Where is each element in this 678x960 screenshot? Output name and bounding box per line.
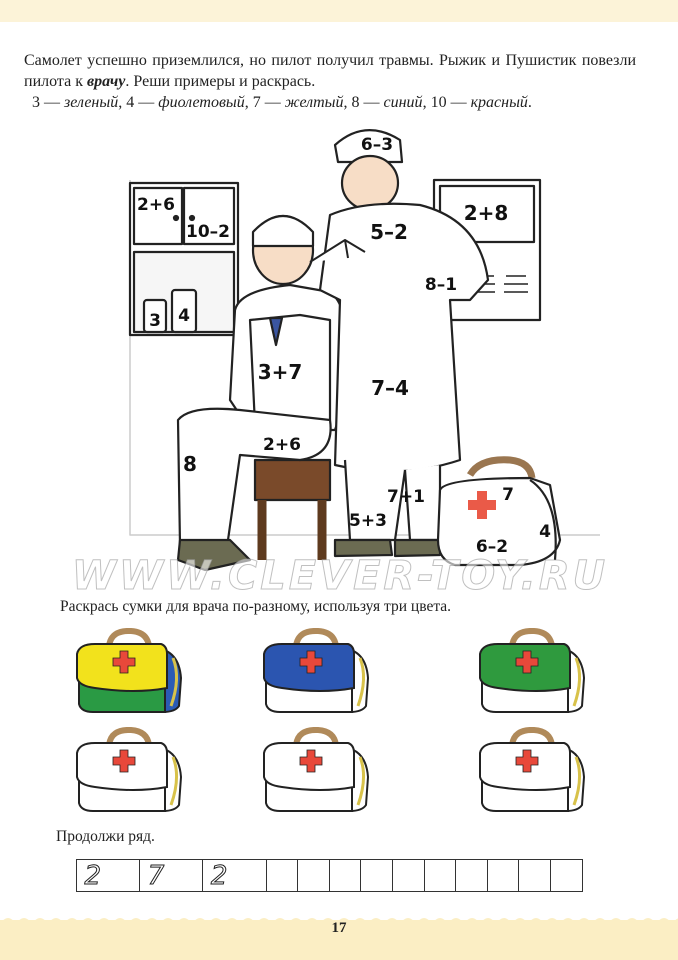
legend-sep: .	[527, 94, 532, 111]
scissors-icon	[309, 239, 366, 263]
legend-number: 4 —	[126, 94, 159, 111]
legend-color: зеленый	[64, 94, 119, 111]
sequence-cell[interactable]	[425, 860, 457, 891]
doctor-illustration	[128, 129, 600, 572]
intro-text-b: . Реши примеры и раскрась.	[125, 73, 316, 90]
doctor-head	[340, 154, 400, 212]
color-legend: 3 — зеленый, 4 — фиолетовый, 7 — желтый,…	[24, 92, 636, 113]
sequence-cell[interactable]: 2	[84, 860, 102, 891]
patient-vest	[248, 313, 332, 427]
legend-sep: ,	[244, 94, 253, 111]
bottle-small	[142, 298, 168, 334]
label-doctor-coat-bottom: 7–4	[371, 376, 409, 400]
doctor-bag-4[interactable]	[75, 726, 187, 813]
bag-handle	[466, 456, 536, 479]
sequence-cell[interactable]	[551, 860, 583, 891]
bottle-large	[170, 288, 198, 334]
legend-color: фиолетовый	[158, 94, 245, 111]
doctor-bag-1[interactable]	[75, 627, 187, 714]
legend-color: желтый	[284, 94, 344, 111]
task-intro: Самолет успешно приземлился, но пилот по…	[24, 50, 636, 113]
legend-sep: ,	[118, 94, 127, 111]
patient-bandage	[251, 215, 315, 248]
label-bag-front: 7	[502, 485, 514, 505]
stool	[253, 458, 332, 502]
doctor-bag-3[interactable]	[478, 627, 590, 714]
watermark: WWW.CLEVER-TOY.RU	[71, 553, 609, 599]
sequence-cell[interactable]	[235, 860, 267, 891]
sequence-cell[interactable]: 2	[210, 860, 228, 891]
sequence-cell[interactable]	[267, 860, 299, 891]
label-patient-leg: 8	[183, 452, 197, 476]
label-bag-bottom: 6–2	[475, 537, 509, 557]
label-wall-chart: 2+8	[463, 201, 509, 225]
sequence-cell[interactable]: 7	[147, 860, 165, 891]
task-sequence-text: Продолжи ряд.	[56, 828, 155, 845]
cross-icon	[299, 650, 323, 674]
cross-icon	[112, 749, 136, 773]
sequence-cell[interactable]	[488, 860, 520, 891]
doctor-bag-5[interactable]	[262, 726, 374, 813]
sequence-cell[interactable]	[393, 860, 425, 891]
legend-color: красный	[470, 94, 528, 111]
label-doctor-leg-left: 5+3	[349, 511, 387, 531]
label-cabinet-top-right: 10–2	[186, 222, 230, 242]
label-doctor-sleeve: 8–1	[424, 275, 458, 295]
patient-shoe	[176, 538, 252, 572]
cross-icon	[515, 650, 539, 674]
label-cabinet-top-left: 2+6	[137, 195, 175, 215]
cross-icon	[299, 749, 323, 773]
cross-icon	[112, 650, 136, 674]
legend-color: синий	[383, 94, 423, 111]
legend-number: 8 —	[351, 94, 384, 111]
sequence-row: 2 7 2	[76, 859, 583, 892]
sequence-cell[interactable]	[361, 860, 393, 891]
legend-sep: ,	[422, 94, 431, 111]
bag-cross-icon	[468, 491, 496, 519]
label-doctor-hat: 6–3	[360, 135, 394, 155]
sequence-cell[interactable]	[519, 860, 551, 891]
doctor-bag	[436, 476, 562, 567]
label-doctor-coat-top: 5–2	[370, 220, 408, 244]
sequence-cell[interactable]	[109, 860, 141, 891]
legend-number: 3 —	[32, 94, 64, 111]
label-bottle-large: 4	[178, 306, 190, 326]
sequence-cell[interactable]	[330, 860, 362, 891]
label-doctor-leg-right: 7+1	[387, 487, 425, 507]
doctor-hat	[333, 129, 404, 164]
patient-legs	[176, 407, 332, 547]
label-bottle-small: 3	[149, 311, 161, 331]
sequence-cell[interactable]	[172, 860, 204, 891]
patient-tie	[268, 316, 284, 347]
top-decor-band	[0, 0, 678, 22]
legend-number: 7 —	[252, 94, 285, 111]
page-number: 17	[331, 920, 347, 936]
cross-icon	[515, 749, 539, 773]
intro-text: Самолет успешно приземлился, но пилот по…	[24, 50, 636, 92]
label-patient-vest: 3+7	[257, 360, 303, 384]
intro-bold-word: врачу	[86, 73, 126, 90]
label-bag-side: 4	[539, 522, 551, 542]
doctor-bag-6[interactable]	[478, 726, 590, 813]
doctor-bag-2[interactable]	[262, 627, 374, 714]
legend-sep: ,	[343, 94, 352, 111]
legend-number: 10 —	[430, 94, 471, 111]
task-bags-text: Раскрась сумки для врача по-разному, исп…	[60, 598, 452, 615]
label-patient-lap: 2+6	[263, 435, 301, 455]
sequence-cell[interactable]	[456, 860, 488, 891]
bottom-decor-band	[0, 918, 678, 960]
sequence-cell[interactable]	[298, 860, 330, 891]
intro-text-a: Самолет успешно приземлился, но пилот по…	[24, 52, 636, 90]
